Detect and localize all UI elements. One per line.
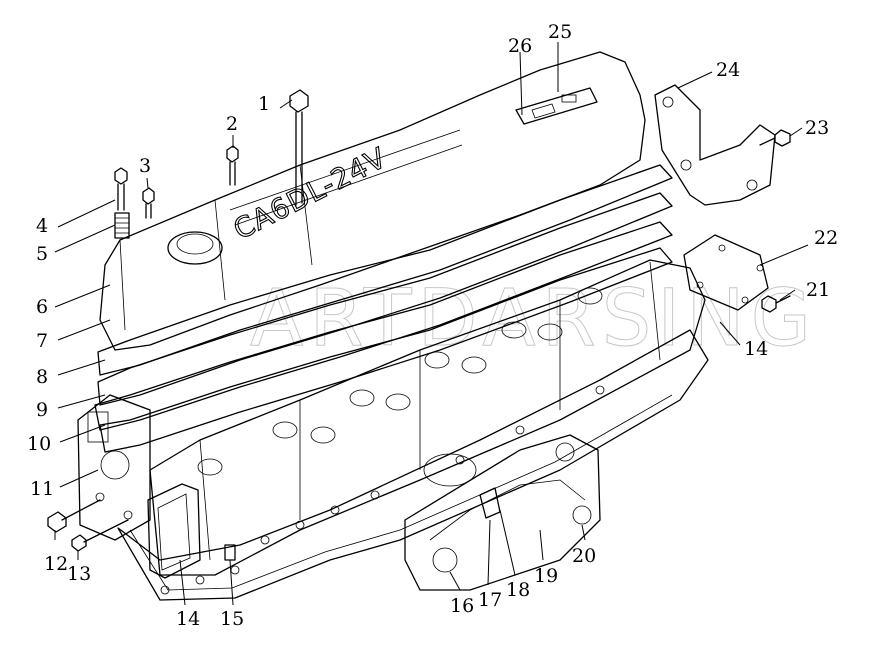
watermark-text: ARTDARSING <box>250 274 817 364</box>
bracket-bolt-23 <box>759 129 791 147</box>
callout-21: 21 <box>806 279 830 301</box>
cover-bolt-2 <box>226 145 239 186</box>
callout-7: 7 <box>36 330 48 352</box>
callout-8: 8 <box>36 366 48 388</box>
callout-26: 26 <box>508 35 532 57</box>
cover-bolt-4 <box>114 167 128 211</box>
callout-24: 24 <box>716 59 740 81</box>
intake-bracket <box>404 434 601 591</box>
callout-9: 9 <box>36 399 48 421</box>
cover-marking: CA6DL-24V <box>228 141 392 246</box>
callout-1: 1 <box>258 93 270 115</box>
cover-bolt-3 <box>142 187 155 219</box>
end-cover-gasket <box>147 483 201 579</box>
callout-13: 13 <box>67 563 91 585</box>
left-end-flange <box>77 394 151 541</box>
callout-16: 16 <box>450 595 474 617</box>
cylinder-head <box>117 259 709 601</box>
flange-bolt-12 <box>47 499 101 533</box>
callout-14-right: 14 <box>744 338 768 360</box>
callout-10: 10 <box>27 433 51 455</box>
callout-12: 12 <box>44 553 68 575</box>
callout-18: 18 <box>506 579 530 601</box>
callout-6: 6 <box>36 296 48 318</box>
callout-5: 5 <box>36 243 48 265</box>
callout-14-lower: 14 <box>176 608 200 630</box>
stud-5 <box>114 212 130 239</box>
callout-3: 3 <box>139 155 151 177</box>
lifting-bracket <box>654 84 776 206</box>
end-cover-bolt-21 <box>761 295 791 313</box>
callout-11: 11 <box>30 478 54 500</box>
callout-numbers: 1 2 3 4 5 6 7 8 9 10 11 12 13 14 14 15 1… <box>27 21 838 630</box>
end-cover-plate <box>683 234 769 311</box>
callout-15: 15 <box>220 608 244 630</box>
callout-17: 17 <box>478 589 502 611</box>
callout-4: 4 <box>36 215 48 237</box>
nameplate <box>515 87 598 125</box>
callout-22: 22 <box>814 227 838 249</box>
callout-23: 23 <box>805 117 829 139</box>
flange-bolt-13 <box>71 519 129 552</box>
cover-bolt-long <box>289 89 309 206</box>
callout-leaders <box>54 42 809 606</box>
gasket-stack <box>94 164 673 453</box>
callout-19: 19 <box>534 565 558 587</box>
callout-2: 2 <box>226 113 238 135</box>
callout-20: 20 <box>572 545 596 567</box>
callout-25: 25 <box>548 21 572 43</box>
